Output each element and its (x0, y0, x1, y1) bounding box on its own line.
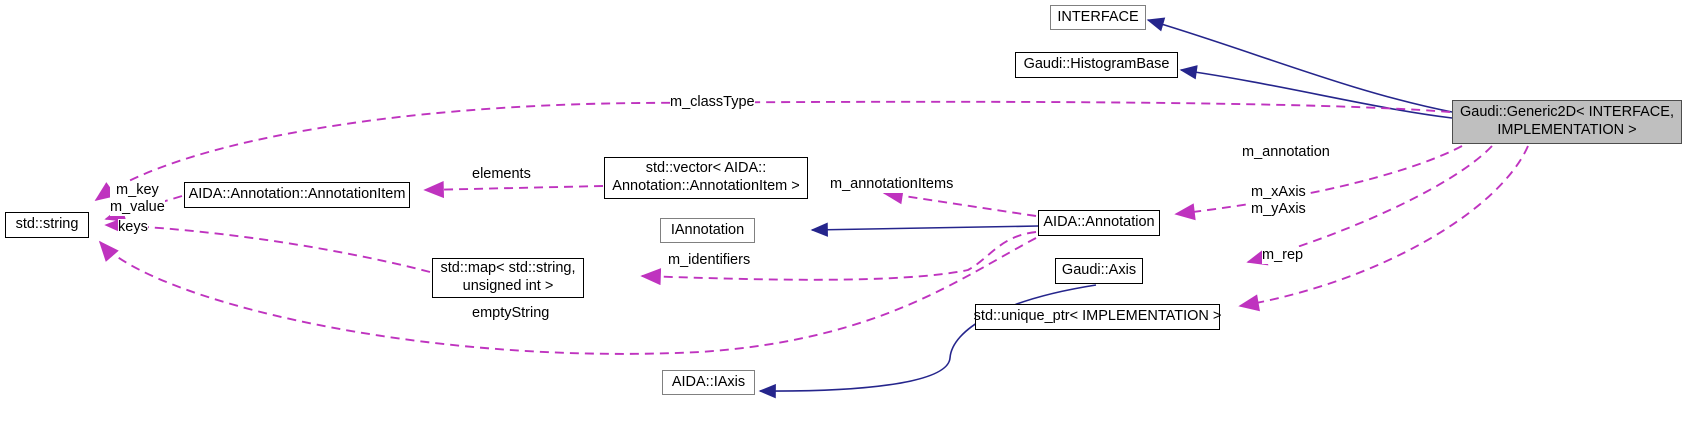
node-std-string[interactable]: std::string (5, 212, 89, 238)
node-iannotation-label: IAnnotation (670, 221, 745, 238)
node-std-string-label: std::string (15, 216, 79, 233)
node-gaudi-axis[interactable]: Gaudi::Axis (1055, 258, 1143, 284)
node-gaudi-generic2d-label: Gaudi::Generic2D< INTERFACE, IMPLEMENTAT… (1460, 104, 1674, 138)
edge-iaxis-axis (758, 284, 1097, 399)
edge-label-m-annotationitems: m_annotationItems (830, 176, 954, 194)
edge-interface-generic2d (1146, 17, 1453, 113)
node-gaudi-histogrambase[interactable]: Gaudi::HistogramBase (1015, 52, 1178, 78)
edge-iannotation-annotation (810, 222, 1039, 237)
node-aida-annotation-label: AIDA::Annotation (1043, 214, 1155, 231)
node-interface[interactable]: INTERFACE (1050, 5, 1146, 30)
edge-uniqueptr-generic2d (1238, 145, 1529, 312)
edge-label-m-key-m-value: m_key m_value (110, 182, 165, 217)
edge-axis-generic2d (1246, 145, 1493, 266)
node-aida-iaxis[interactable]: AIDA::IAxis (662, 370, 755, 395)
edge-map-annotation-identifiers (640, 231, 1037, 286)
edge-string-annotation-emptystring (98, 237, 1037, 355)
node-iannotation[interactable]: IAnnotation (660, 218, 755, 243)
edge-label-m-identifiers: m_identifiers (668, 252, 751, 270)
edge-label-m-annotation: m_annotation (1242, 144, 1330, 162)
node-std-map-string-uint-label: std::map< std::string, unsigned int > (440, 260, 576, 294)
node-gaudi-histogrambase-label: Gaudi::HistogramBase (1023, 56, 1170, 73)
node-aida-annotation[interactable]: AIDA::Annotation (1038, 210, 1160, 236)
node-aida-iaxis-label: AIDA::IAxis (671, 373, 746, 390)
edge-label-m-rep: m_rep (1262, 247, 1304, 265)
edge-label-keys: keys (118, 219, 148, 237)
node-std-unique-ptr-implementation[interactable]: std::unique_ptr< IMPLEMENTATION > (973, 304, 1222, 330)
node-std-vector-annotationitem-label: std::vector< AIDA:: Annotation::Annotati… (612, 160, 800, 194)
node-aida-annotation-annotationitem[interactable]: AIDA::Annotation::AnnotationItem (184, 182, 410, 208)
node-gaudi-axis-label: Gaudi::Axis (1061, 262, 1137, 279)
node-gaudi-generic2d[interactable]: Gaudi::Generic2D< INTERFACE, IMPLEMENTAT… (1452, 100, 1682, 144)
edge-label-m-classtype: m_classType (670, 94, 755, 112)
node-aida-annotation-annotationitem-label: AIDA::Annotation::AnnotationItem (188, 186, 406, 203)
edge-label-m-xaxis-m-yaxis: m_xAxis m_yAxis (1251, 184, 1306, 219)
edge-label-elements: elements (472, 166, 531, 184)
node-std-map-string-uint[interactable]: std::map< std::string, unsigned int > (432, 258, 584, 298)
node-std-unique-ptr-implementation-label: std::unique_ptr< IMPLEMENTATION > (973, 308, 1222, 325)
edge-label-emptystring: emptyString (472, 305, 550, 323)
edge-string-map-keys (104, 217, 431, 273)
node-interface-label: INTERFACE (1057, 8, 1139, 25)
node-std-vector-annotationitem[interactable]: std::vector< AIDA:: Annotation::Annotati… (604, 157, 808, 199)
edge-vector-annotation-items (882, 187, 1037, 217)
edge-histogrambase-generic2d (1179, 65, 1453, 119)
edge-annotation-generic2d (1174, 145, 1463, 221)
